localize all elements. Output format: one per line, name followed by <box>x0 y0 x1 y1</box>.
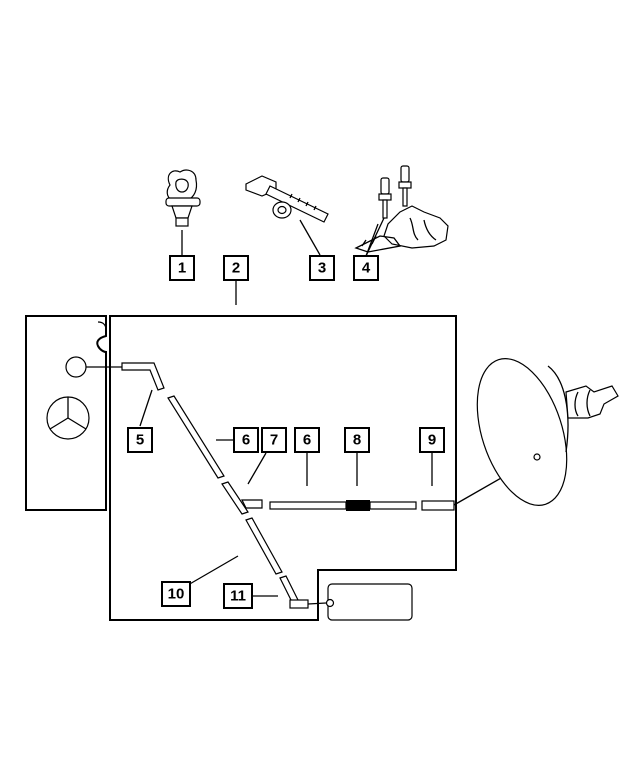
three-pointed-star-icon <box>46 396 90 440</box>
callout-label: 3 <box>318 260 326 277</box>
callout-label: 4 <box>362 260 371 277</box>
callout-label: 1 <box>178 260 186 277</box>
callout-label: 5 <box>136 432 144 449</box>
diagonal-hose-segments <box>121 362 309 609</box>
callout-6a: 6 <box>233 427 259 453</box>
callout-label: 7 <box>270 432 278 449</box>
callout-4: 4 <box>353 255 379 281</box>
callout-label: 2 <box>232 260 240 277</box>
vehicle-floor-outline <box>109 315 457 621</box>
callout-5: 5 <box>127 427 153 453</box>
left-control-panel <box>25 315 107 511</box>
callout-11: 11 <box>223 583 253 609</box>
callout-10: 10 <box>161 581 191 607</box>
hose-connector-block <box>346 500 370 511</box>
callout-9: 9 <box>419 427 445 453</box>
callout-6b: 6 <box>294 427 320 453</box>
callout-label: 11 <box>230 588 246 605</box>
brake-booster-icon <box>476 358 619 506</box>
callout-label: 6 <box>303 432 311 449</box>
callout-1: 1 <box>169 255 195 281</box>
callout-label: 9 <box>428 432 436 449</box>
callout-label: 10 <box>168 586 185 603</box>
callout-3: 3 <box>309 255 335 281</box>
tee-fitting <box>241 499 263 509</box>
cable-tie-icon <box>245 175 329 223</box>
horizontal-hose-segments <box>269 500 455 511</box>
vacuum-connector-icon <box>354 165 449 253</box>
callout-label: 8 <box>353 432 361 449</box>
hose-clip-icon <box>165 169 201 227</box>
callout-8: 8 <box>344 427 370 453</box>
callout-label: 6 <box>242 432 250 449</box>
callout-2: 2 <box>223 255 249 281</box>
callout-7: 7 <box>261 427 287 453</box>
vacuum-sensor-box <box>307 583 413 621</box>
